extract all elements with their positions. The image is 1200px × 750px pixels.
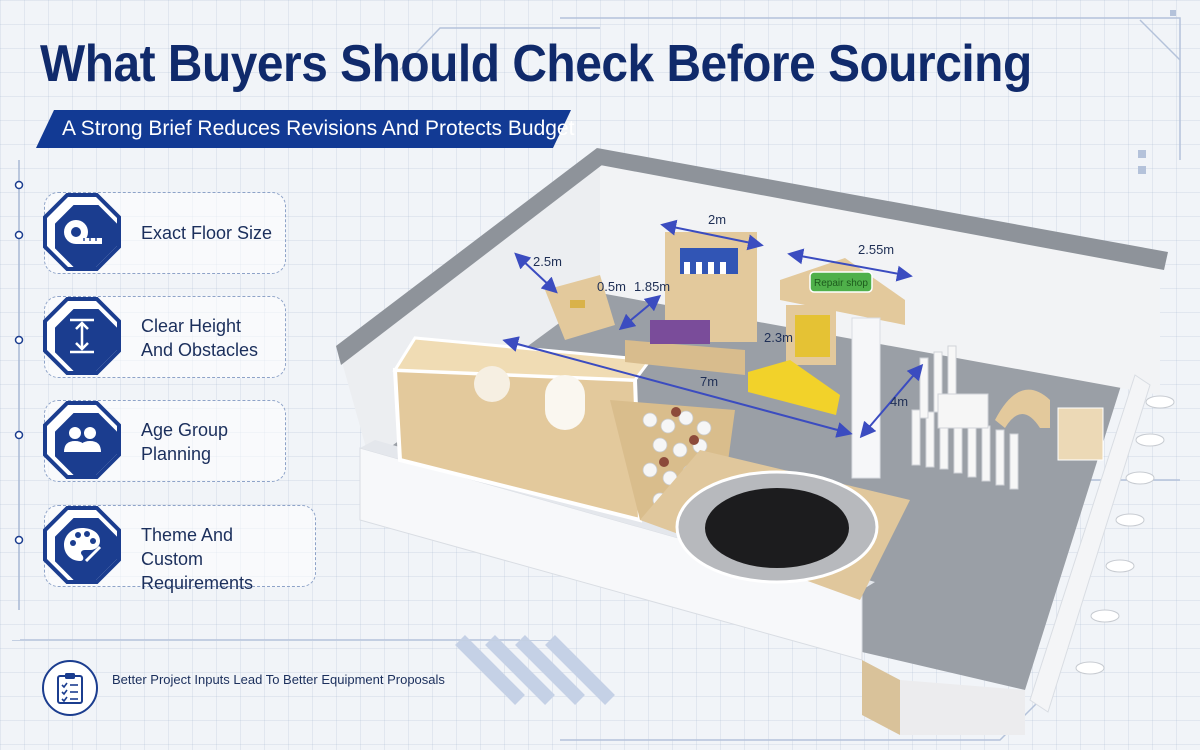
checklist-label: Age Group Planning [141,418,228,466]
fence [911,345,1019,490]
footer-caption: Better Project Inputs Lead To Better Equ… [112,672,445,687]
dimension-label: 7m [700,374,718,389]
small-shelf [545,275,615,340]
entrance-step [862,660,900,735]
side-rail [14,160,24,610]
tunnel [995,389,1050,428]
checklist-label: Exact Floor Size [141,223,273,243]
checklist-card-age-group: Age Group Planning [43,400,286,482]
footer-divider [12,640,552,733]
floor-plan-illustration: Repair shop 2m 2.55m 2.5m 0.5m 1.85m 2.3… [336,148,1175,735]
dim-line-2-5m [514,252,558,294]
subtitle-banner [36,110,571,148]
table [937,393,989,429]
dimension-label: 2.5m [533,254,562,269]
tape-measure-icon [64,220,102,244]
checklist-label-line-1: Age Group [141,420,229,440]
wall-top-back [597,148,1168,270]
checklist-label: Theme And Custom Requirements [141,523,315,595]
checklist-label-line-2: Planning [141,444,212,464]
checklist-label-line-2: Custom Requirements [141,549,254,593]
checklist-card-floor-size: Exact Floor Size [43,192,286,274]
dimension-label: 2m [708,212,726,227]
repair-shop-sign: Repair shop [814,278,868,289]
palette-icon [64,528,102,563]
bar-stools [1075,395,1175,675]
dimension-label: 1.85m [634,279,670,294]
dimension-label: 4m [890,394,908,409]
trampoline [640,450,910,600]
wall-top-left [336,148,602,365]
checklist-label: Clear Height And Obstacles [141,314,258,362]
checklist-card-clear-height: Clear Height And Obstacles [43,296,286,378]
right-wall [1029,374,1151,713]
dim-line-7m [502,336,853,438]
dim-line-2-55m [787,248,913,282]
dimension-label: 2.55m [858,242,894,257]
craft-table [1057,407,1104,461]
checklist-label-line-1: Theme And [141,525,234,545]
clipboard-checklist-icon [57,673,83,704]
dimension-label: 0.5m [597,279,626,294]
dim-line-2m [660,219,764,251]
people-icon [64,427,101,452]
page-title: What Buyers Should Check Before Sourcing [40,35,1032,93]
badge-octagon [43,297,121,375]
badge-octagon [43,401,121,479]
checklist-label-line-1: Clear Height [141,316,242,336]
checklist-label-line-2: And Obstacles [141,340,259,360]
entrance-block [900,680,1025,735]
dimension-label: 2.3m [764,330,793,345]
dim-line-4m [859,363,924,439]
checklist-card-theme: Theme And Custom Requirements [43,505,316,593]
dim-line-1-85m [618,294,662,331]
footer-badge [42,660,98,716]
page-subtitle: A Strong Brief Reduces Revisions And Pro… [62,117,575,140]
badge-octagon [43,193,121,271]
badge-octagon [43,506,121,584]
height-arrow-icon [70,318,94,354]
